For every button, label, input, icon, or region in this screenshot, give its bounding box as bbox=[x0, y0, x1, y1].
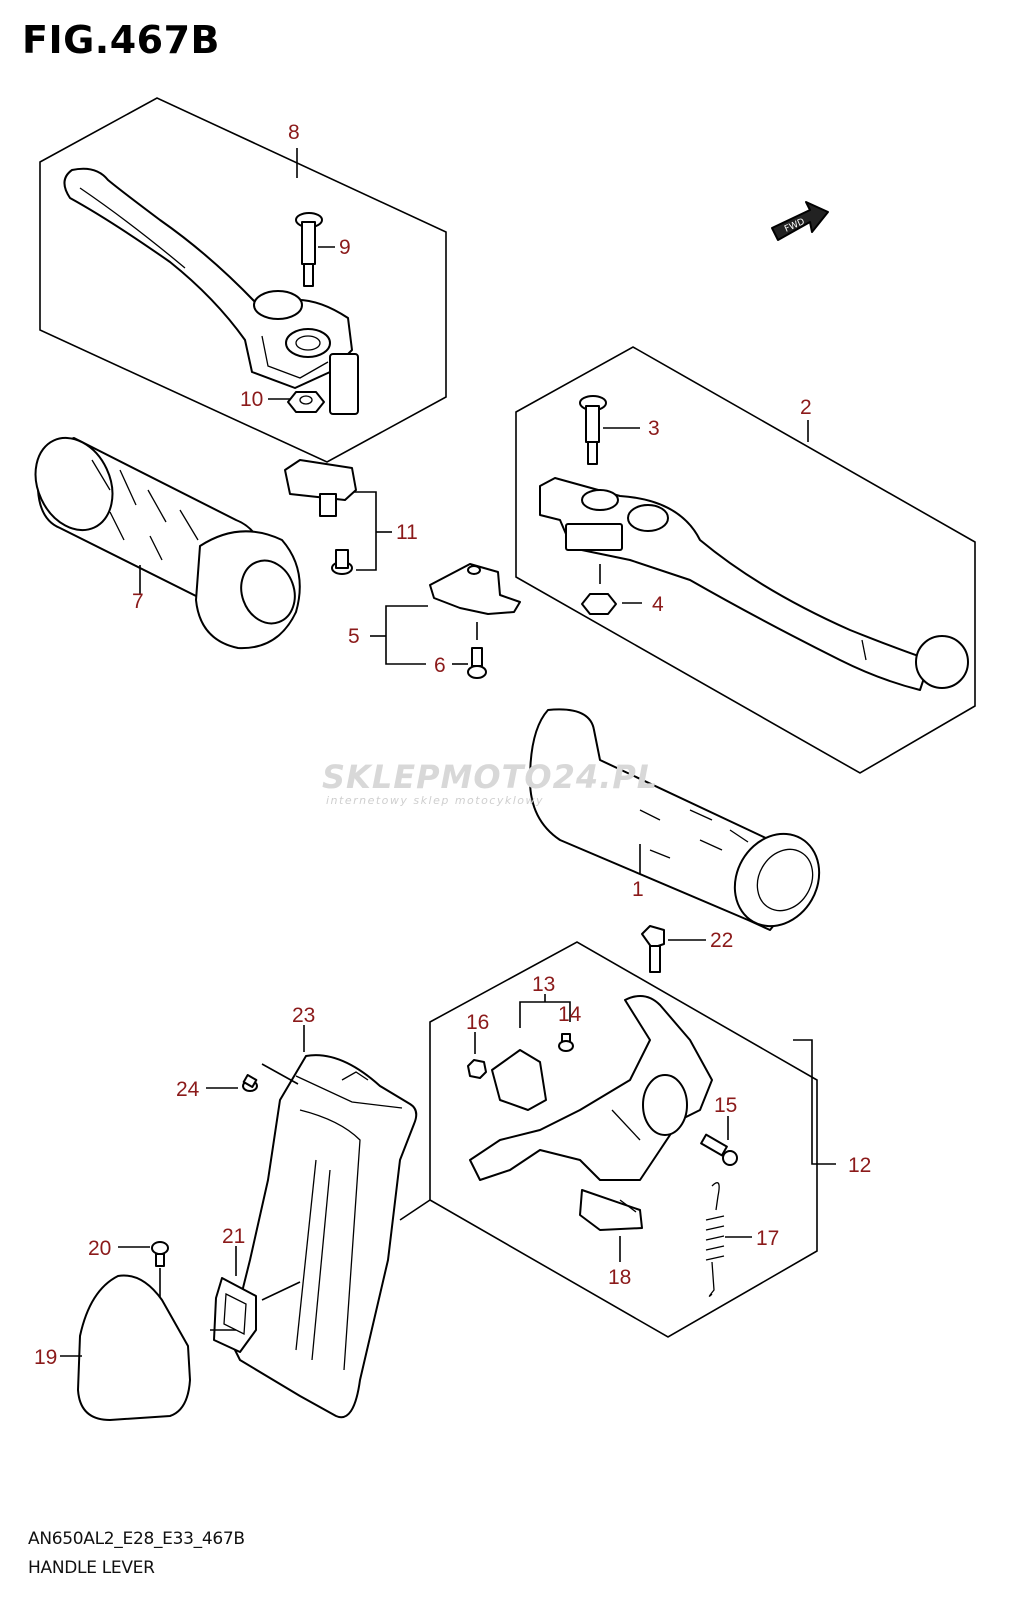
label-15: 15 bbox=[714, 1094, 737, 1117]
cap-19 bbox=[77, 1274, 191, 1421]
label-14: 14 bbox=[558, 1003, 582, 1026]
screw-6 bbox=[467, 647, 487, 679]
pivot-bolt-9 bbox=[295, 212, 323, 287]
label-3: 3 bbox=[648, 417, 660, 440]
switch-11 bbox=[284, 459, 357, 575]
label-12: 12 bbox=[848, 1154, 871, 1177]
nut-4 bbox=[581, 593, 617, 615]
group-box-2 bbox=[515, 346, 976, 774]
label-4: 4 bbox=[652, 593, 664, 616]
grommet-21 bbox=[213, 1277, 257, 1353]
screw-20 bbox=[151, 1241, 169, 1267]
nut-16 bbox=[467, 1059, 487, 1079]
switch-5 bbox=[429, 563, 521, 615]
label-19: 19 bbox=[34, 1346, 57, 1369]
watermark-brand: SKLEPMOTO24.PL bbox=[322, 758, 659, 796]
group-box-8 bbox=[39, 97, 447, 463]
label-6: 6 bbox=[434, 654, 446, 677]
switch-13 bbox=[491, 1049, 547, 1111]
diagram-caption: HANDLE LEVER bbox=[28, 1558, 155, 1578]
right-lever-part bbox=[539, 477, 969, 691]
screw-14 bbox=[558, 1033, 574, 1052]
label-8: 8 bbox=[288, 121, 300, 144]
left-grip-7 bbox=[34, 436, 301, 650]
label-21: 21 bbox=[222, 1225, 245, 1248]
pivot-bolt-3 bbox=[579, 395, 607, 465]
label-13: 13 bbox=[532, 973, 555, 996]
watermark-tagline: internetowy sklep motocyklowy bbox=[326, 794, 545, 807]
fwd-arrow-icon: FWD bbox=[771, 201, 829, 241]
bracket-assembly-12 bbox=[469, 995, 713, 1231]
label-24: 24 bbox=[176, 1078, 200, 1101]
spring-17 bbox=[705, 1182, 725, 1297]
figure-title: FIG.467B bbox=[22, 18, 221, 62]
fwd-label: FWD bbox=[783, 217, 806, 235]
label-2: 2 bbox=[800, 396, 812, 419]
cover-23 bbox=[229, 1054, 418, 1419]
label-5: 5 bbox=[348, 625, 360, 648]
label-1: 1 bbox=[632, 878, 644, 901]
nut-10 bbox=[287, 391, 325, 413]
label-9: 9 bbox=[339, 236, 351, 259]
model-code: AN650AL2_E28_E33_467B bbox=[28, 1529, 245, 1549]
label-17: 17 bbox=[756, 1227, 779, 1250]
label-11: 11 bbox=[396, 521, 418, 544]
label-20: 20 bbox=[88, 1237, 111, 1260]
label-10: 10 bbox=[240, 388, 263, 411]
label-7: 7 bbox=[132, 590, 144, 613]
label-18: 18 bbox=[608, 1266, 631, 1289]
bolt-15 bbox=[700, 1133, 738, 1166]
label-16: 16 bbox=[466, 1011, 489, 1034]
bolt-22 bbox=[641, 925, 665, 973]
left-lever-part bbox=[63, 167, 359, 415]
label-22: 22 bbox=[710, 929, 733, 952]
label-23: 23 bbox=[292, 1004, 315, 1027]
right-grip-1 bbox=[529, 708, 821, 931]
screw-24 bbox=[242, 1074, 258, 1092]
